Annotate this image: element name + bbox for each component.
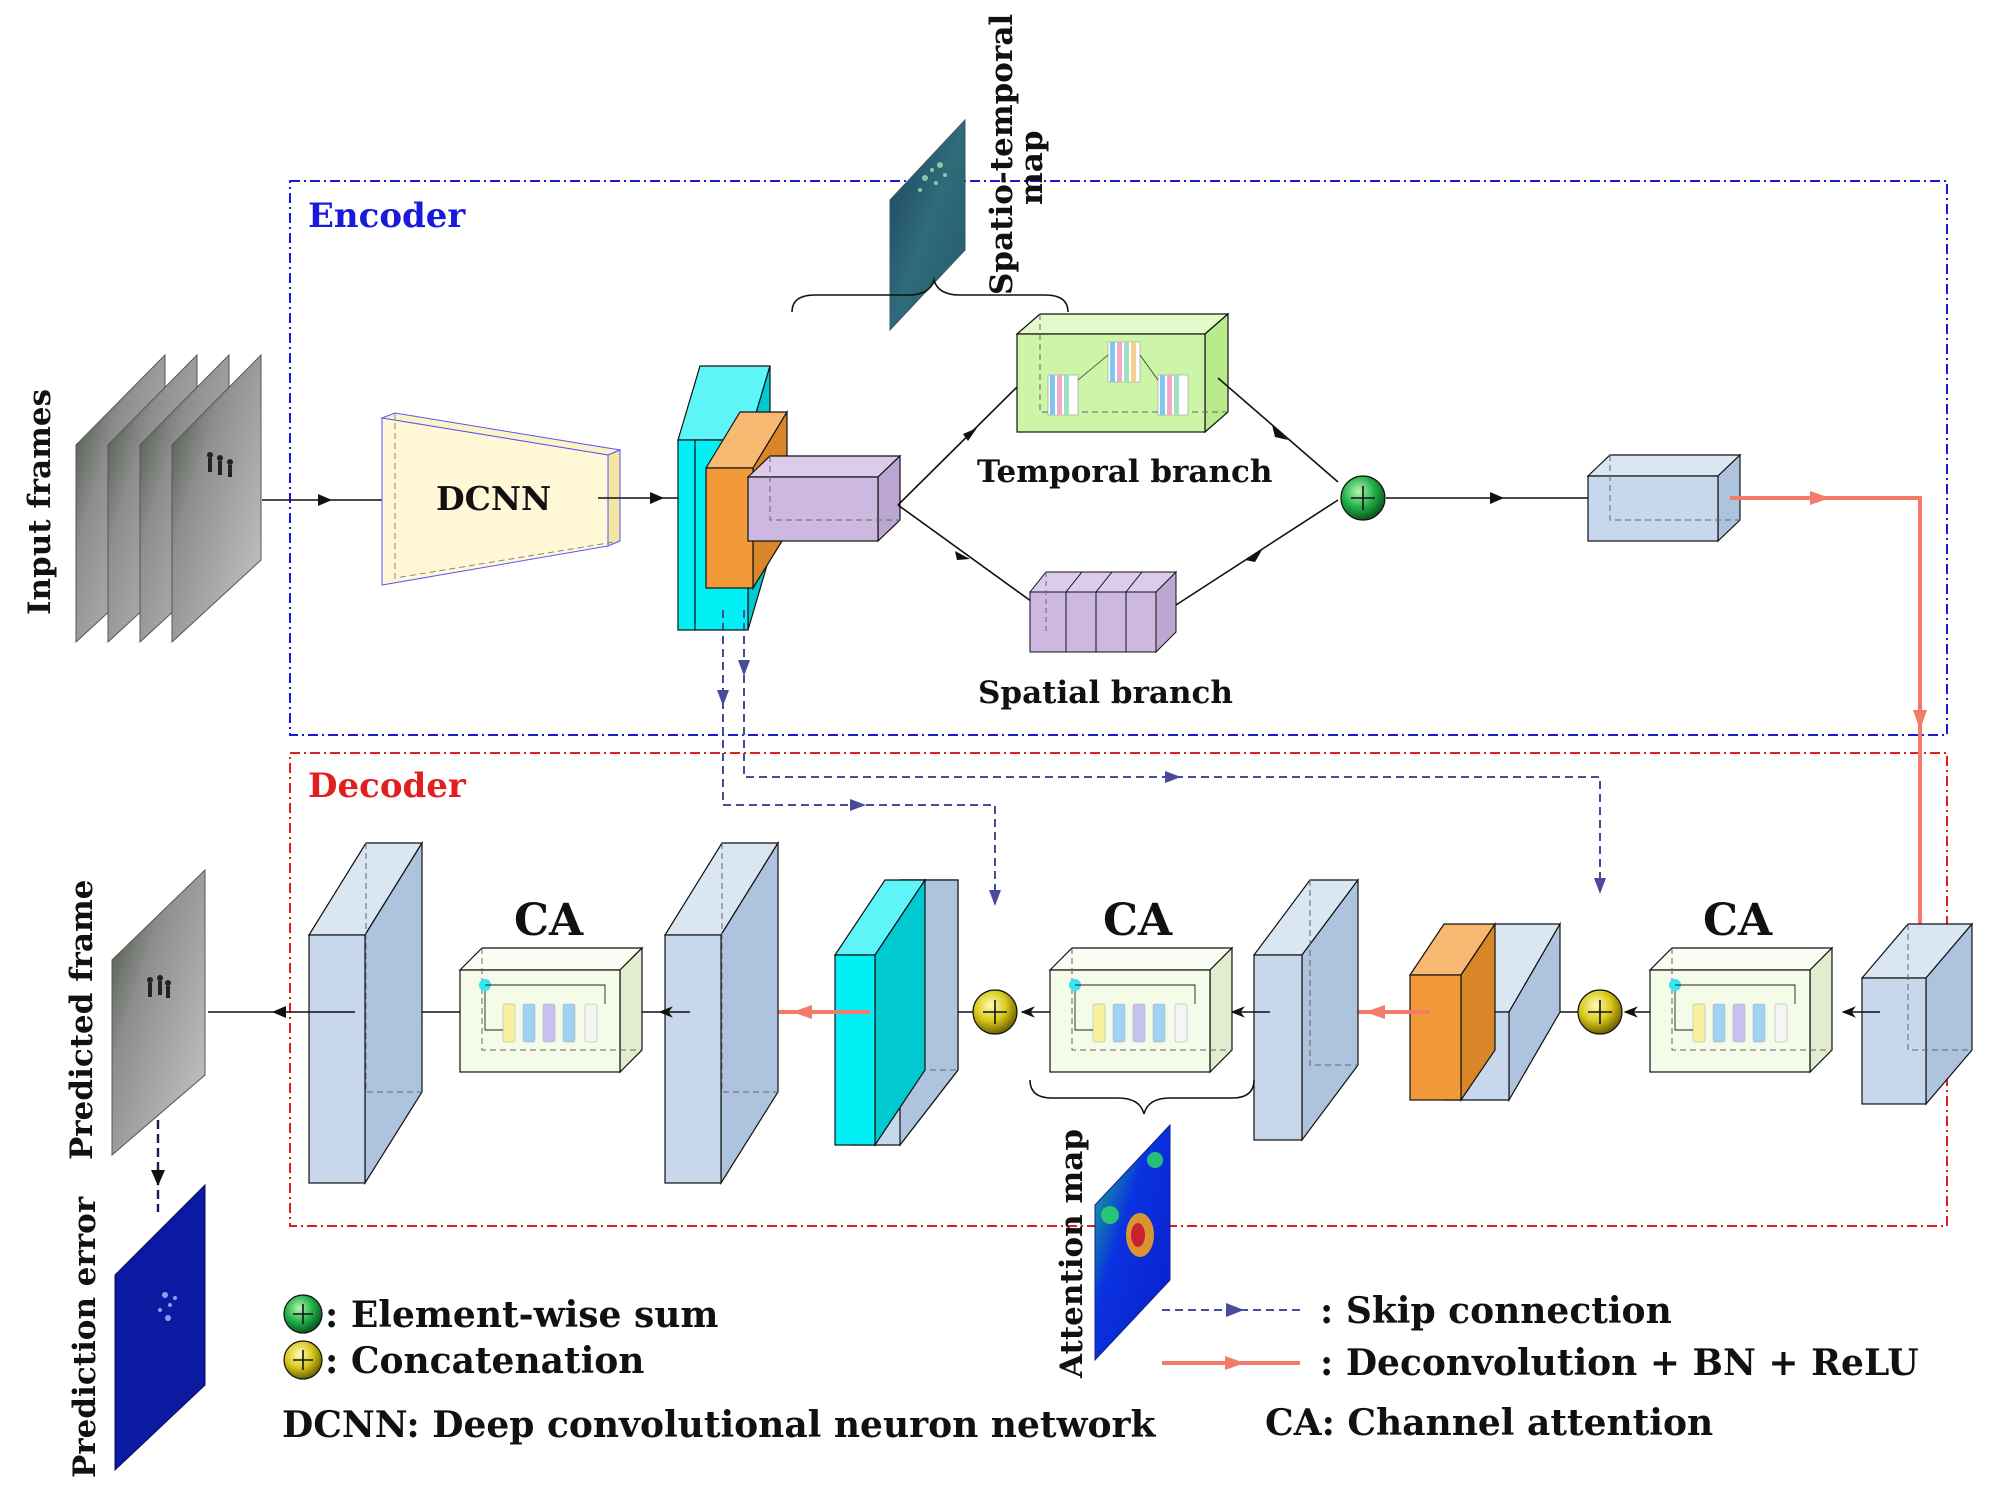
legend-skip-connection: : Skip connection (1320, 1290, 1672, 1332)
decoder-output-block (307, 840, 424, 1186)
element-wise-sum-node (1340, 475, 1386, 521)
legend-deconvolution: : Deconvolution + BN + ReLU (1320, 1342, 1919, 1384)
legend-sum-icon (283, 1294, 323, 1334)
temporal-to-sum-arrow (1217, 377, 1339, 483)
spatial-to-sum-arrow (1175, 499, 1339, 606)
attention-map-label: Attention map (1054, 1129, 1090, 1379)
concatenation-node-left (972, 989, 1018, 1035)
arrow-to-spatial (897, 504, 1036, 605)
legend-element-wise-sum: : Element-wise sum (325, 1294, 719, 1336)
decoder-input-block (1860, 922, 1974, 1106)
legend-dcnn-definition: DCNN: Deep convolutional neuron network (282, 1404, 1156, 1446)
encoder-feature-orange (704, 409, 789, 591)
spatio-temporal-label-line1: Spatio-temporal (984, 14, 1020, 295)
spatio-temporal-brace (791, 277, 1069, 313)
spatial-branch-label: Spatial branch (978, 675, 1233, 711)
encoder-feature-purple (746, 454, 902, 543)
concatenation-node-right (1577, 989, 1623, 1035)
spatio-temporal-map-image (889, 118, 966, 332)
encoded-feature-block (1586, 453, 1742, 543)
legend-concatenation: : Concatenation (325, 1340, 644, 1382)
temporal-branch-label: Temporal branch (977, 454, 1272, 490)
decoder-concat-block-left (833, 878, 959, 1147)
arrow-to-temporal (897, 381, 1023, 506)
deconv-path-bridge (1730, 496, 1922, 948)
temporal-branch-block (1015, 312, 1230, 434)
prediction-error-label: Prediction error (67, 1196, 103, 1478)
ca-module-middle (1048, 946, 1234, 1074)
predicted-frame-label: Predicted frame (64, 880, 100, 1160)
ca-label-right: CA (1703, 895, 1773, 946)
predicted-frame-image (111, 868, 206, 1157)
input-arrow-head (318, 494, 332, 506)
decoder-block-mid-left (663, 840, 780, 1186)
decoder-title: Decoder (308, 766, 467, 806)
dcnn-label: DCNN (436, 479, 551, 518)
legend-concat-icon (283, 1340, 323, 1380)
ca-label-middle: CA (1103, 895, 1173, 946)
dcnn-block (380, 412, 622, 586)
attention-brace (1029, 1079, 1255, 1115)
decoder-region (289, 752, 1948, 1227)
skip-connection-2 (743, 610, 1601, 890)
decoder-concat-block-right (1408, 921, 1562, 1103)
ca-label-left: CA (514, 895, 584, 946)
attention-map-image (1094, 1123, 1171, 1362)
spatio-temporal-label-line2: map (1014, 130, 1050, 205)
legend-ca-definition: CA: Channel attention (1265, 1402, 1713, 1444)
input-frames-label: Input frames (22, 389, 58, 615)
prediction-error-image (114, 1183, 206, 1472)
ca-module-left (458, 946, 644, 1074)
input-frames-stack (75, 353, 262, 644)
spatial-branch-block (1028, 570, 1178, 654)
encoder-title: Encoder (308, 196, 466, 236)
encoder-region (289, 180, 1948, 736)
ca-module-right (1648, 946, 1834, 1074)
decoder-block-mid-right (1252, 878, 1360, 1142)
